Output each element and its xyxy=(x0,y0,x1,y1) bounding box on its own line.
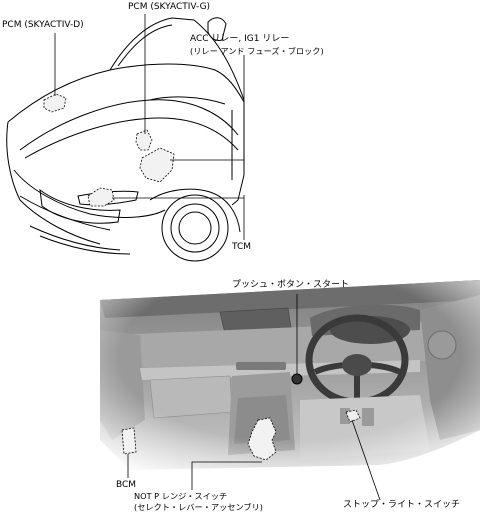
component-markers-exterior xyxy=(43,93,175,207)
tcm-marker xyxy=(87,187,115,207)
not-p-range-switch-label: NOT P レンジ・スイッチ xyxy=(134,491,228,501)
acc-ig1-relay-label: ACC リレー, IG1 リレー xyxy=(190,34,290,44)
pcm-skyactiv-d-label: PCM (SKYACTIV-D) xyxy=(2,20,84,30)
pcm-skyactiv-g-marker xyxy=(135,129,153,151)
bcm-marker xyxy=(121,427,137,455)
stop-light-switch-label: ストップ・ライト・スイッチ xyxy=(343,500,461,510)
interior-leader-lines xyxy=(127,294,381,501)
push-button-start-label: プッシュ・ボタン・スタート xyxy=(232,280,350,290)
pcm-skyactiv-g-label: PCM (SKYACTIV-G) xyxy=(128,2,211,12)
tcm-label: TCM xyxy=(232,242,252,252)
component-markers-interior xyxy=(121,373,361,461)
relay-fuse-block-marker xyxy=(139,147,175,183)
exterior-leader-lines xyxy=(54,14,245,240)
bcm-label: BCM xyxy=(116,480,137,490)
select-lever-assembly-label: (セレクト・レバー・アッセンブリ) xyxy=(134,502,263,512)
pcm-skyactiv-d-marker xyxy=(43,93,67,113)
not-p-range-switch-marker xyxy=(247,417,277,461)
push-button-start-marker xyxy=(291,373,303,385)
stop-light-switch-marker xyxy=(345,409,361,423)
relay-fuse-block-label: (リレー アンド フューズ・ブロック) xyxy=(190,46,324,56)
interior-illustration xyxy=(100,280,480,470)
